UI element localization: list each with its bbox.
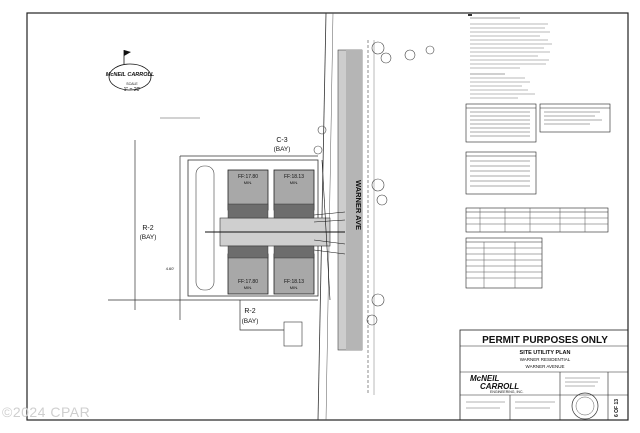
- project-street: WARNER AVENUE: [525, 364, 564, 369]
- zoning-west-code: R-2: [142, 225, 153, 232]
- building-3: FF:17.80 MIN.: [227, 253, 269, 295]
- street-name-label: WARNER AVE: [354, 180, 363, 230]
- north-arrow-firm: McNEIL CARROLL: [106, 72, 155, 78]
- dimension-note: 4.60': [166, 266, 175, 271]
- warner-ave-corridor: WARNER AVE: [317, 12, 375, 421]
- north-flag-icon: [124, 50, 131, 56]
- zoning-south-code: R-2: [244, 308, 255, 315]
- zoning-north-code: C-3: [276, 137, 287, 144]
- building-1-ff: FF:17.80: [238, 174, 258, 180]
- project-name: WARNER RESIDENTIAL: [520, 357, 571, 362]
- sanitary-schedule-table: [465, 103, 537, 143]
- scale-value: 1" = 20': [124, 87, 141, 93]
- building-2: FF:18.13 MIN.: [273, 169, 315, 211]
- permit-label: PERMIT PURPOSES ONLY: [482, 335, 608, 346]
- sheet-border: [26, 12, 629, 421]
- building-4-ff: FF:18.13: [284, 279, 304, 285]
- scale-label: SCALE: [126, 82, 138, 86]
- building-4-min: MIN.: [290, 285, 298, 290]
- sheet-title: SITE UTILITY PLAN: [520, 350, 571, 356]
- zoning-west-note: (BAY): [140, 234, 157, 241]
- storm-schedule-table: [465, 151, 537, 195]
- firm-line-2: CARROLL: [480, 382, 519, 391]
- water-schedule-table: [539, 103, 611, 133]
- building-2-min: MIN.: [290, 180, 298, 185]
- zoning-north-note: (BAY): [274, 146, 291, 153]
- structure-schedule-table: [465, 207, 609, 233]
- title-block: PERMIT PURPOSES ONLY SITE UTILITY PLAN W…: [459, 329, 629, 421]
- building-3-ff: FF:17.80: [238, 279, 258, 285]
- tree-symbols: [313, 41, 435, 326]
- general-notes: [468, 14, 552, 99]
- retention-pond: [195, 165, 215, 291]
- porch-hatching: [227, 203, 315, 259]
- building-1: FF:17.80 MIN.: [227, 169, 269, 211]
- firm-line-3: ENGINEERING, INC.: [490, 390, 523, 394]
- parcel-boundary: [108, 117, 318, 331]
- firm-line-1: McNEIL: [470, 374, 499, 383]
- engineer-seal: [571, 392, 599, 420]
- building-1-min: MIN.: [244, 180, 252, 185]
- sheet-number: 6 OF 13: [614, 399, 620, 417]
- zoning-south-note: (BAY): [242, 318, 259, 325]
- utility-contacts-table: [465, 237, 543, 289]
- building-2-ff: FF:18.13: [284, 174, 304, 180]
- north-arrow: McNEIL CARROLL SCALE 1" = 20': [106, 50, 155, 93]
- utility-laterals: [313, 159, 346, 301]
- building-4: FF:18.13 MIN.: [273, 253, 315, 295]
- building-3-min: MIN.: [244, 285, 252, 290]
- copyright-watermark: ©2024 CPAR: [2, 404, 91, 420]
- dumpster-pad: [283, 321, 303, 347]
